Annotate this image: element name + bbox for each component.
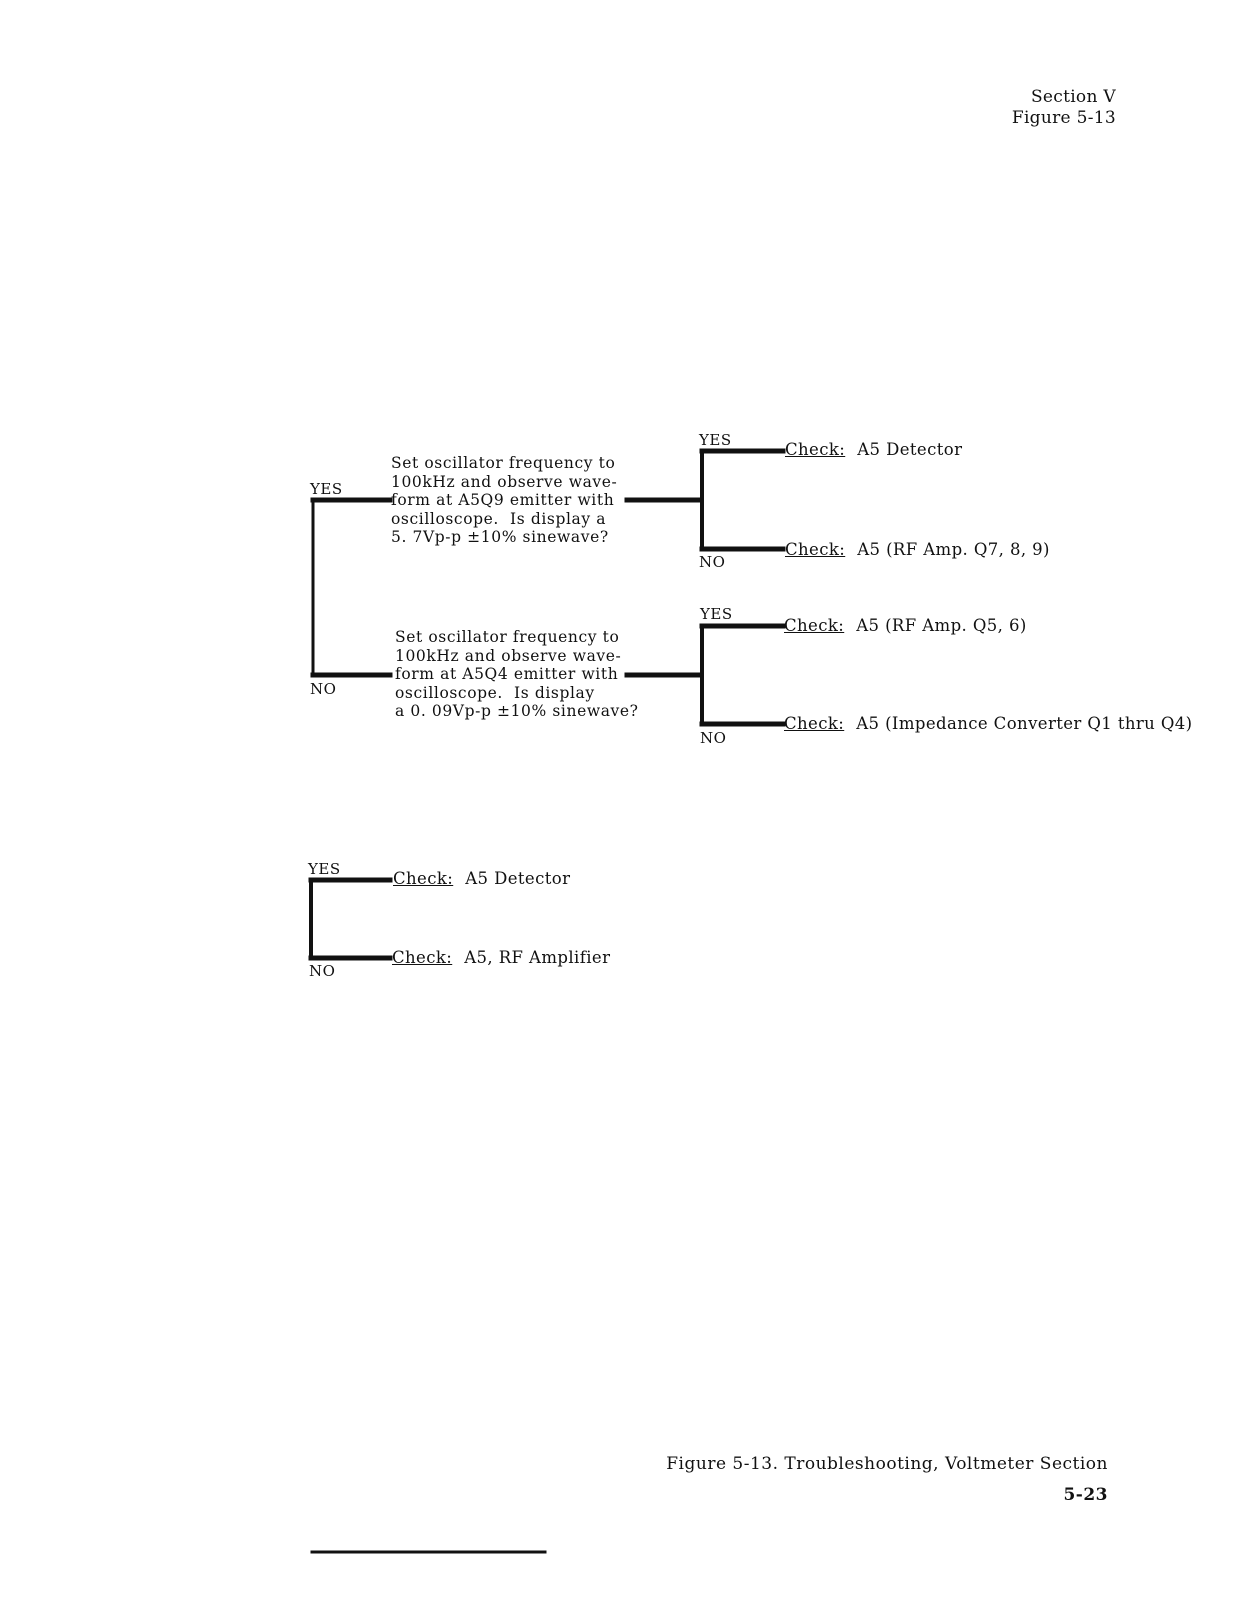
check-keyword: Check: (785, 540, 846, 559)
tree2-no-label: NO (309, 962, 336, 980)
q2-no-label: NO (700, 729, 727, 747)
q1-yes-label: YES (699, 431, 732, 449)
q1-yes-result: Check: A5 Detector (785, 440, 962, 459)
check-keyword: Check: (393, 869, 454, 888)
tree1-yes-label: YES (310, 480, 343, 498)
check-keyword: Check: (392, 948, 453, 967)
question-2-text: Set oscillator frequency to 100kHz and o… (395, 628, 639, 720)
section-label: Section V (1030, 87, 1116, 107)
q2-yes-label: YES (700, 605, 733, 623)
q2-no-result: Check: A5 (Impedance Converter Q1 thru Q4… (784, 714, 1193, 733)
check-target: A5 (RF Amp. Q7, 8, 9) (857, 540, 1050, 559)
tree1-no-label: NO (310, 680, 337, 698)
tree2-no-result: Check: A5, RF Amplifier (392, 948, 610, 967)
check-target: A5 Detector (465, 869, 571, 888)
figure-caption: Figure 5-13. Troubleshooting, Voltmeter … (666, 1454, 1108, 1474)
tree2-yes-result: Check: A5 Detector (393, 869, 570, 888)
tree2-yes-label: YES (308, 860, 341, 878)
check-keyword: Check: (784, 714, 845, 733)
question-1-text: Set oscillator frequency to 100kHz and o… (391, 454, 618, 546)
check-target: A5 (RF Amp. Q5, 6) (856, 616, 1027, 635)
q1-no-label: NO (699, 553, 726, 571)
page-number: 5-23 (1063, 1485, 1108, 1505)
figure-label: Figure 5-13 (1011, 108, 1116, 128)
check-keyword: Check: (785, 440, 846, 459)
check-target: A5 Detector (857, 440, 963, 459)
check-keyword: Check: (784, 616, 845, 635)
check-target: A5 (Impedance Converter Q1 thru Q4) (856, 714, 1193, 733)
q1-no-result: Check: A5 (RF Amp. Q7, 8, 9) (785, 540, 1050, 559)
check-target: A5, RF Amplifier (464, 948, 611, 967)
q2-yes-result: Check: A5 (RF Amp. Q5, 6) (784, 616, 1027, 635)
